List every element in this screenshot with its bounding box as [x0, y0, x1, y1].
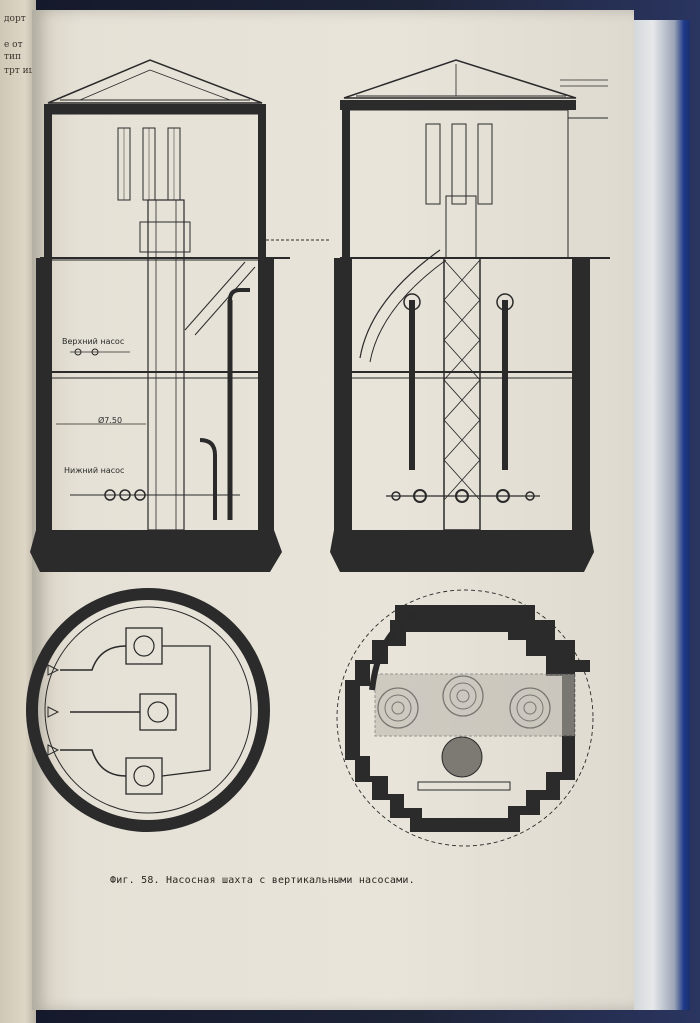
left-page-fragment: дорт	[4, 14, 26, 24]
left-page-edge: дорт е от тип трт иц	[0, 0, 36, 1023]
book-cover-edge	[628, 20, 690, 1010]
left-page-fragment: е от	[4, 40, 23, 50]
upper-pump-label: Верхний насос	[62, 337, 125, 346]
figure-caption: Фиг. 58. Насосная шахта с вертикальными …	[110, 875, 415, 886]
book-page	[32, 10, 634, 1010]
diameter-dimension-label: Ø7.50	[98, 416, 123, 425]
right-section-elevation	[330, 59, 610, 572]
left-page-fragment: трт иц	[4, 66, 35, 76]
lower-pump-label: Нижний насос	[64, 466, 125, 475]
right-plan-polygonal	[336, 589, 594, 847]
left-section-elevation	[30, 59, 330, 572]
left-plan-circular	[26, 588, 270, 832]
left-page-fragment: тип	[4, 52, 21, 62]
